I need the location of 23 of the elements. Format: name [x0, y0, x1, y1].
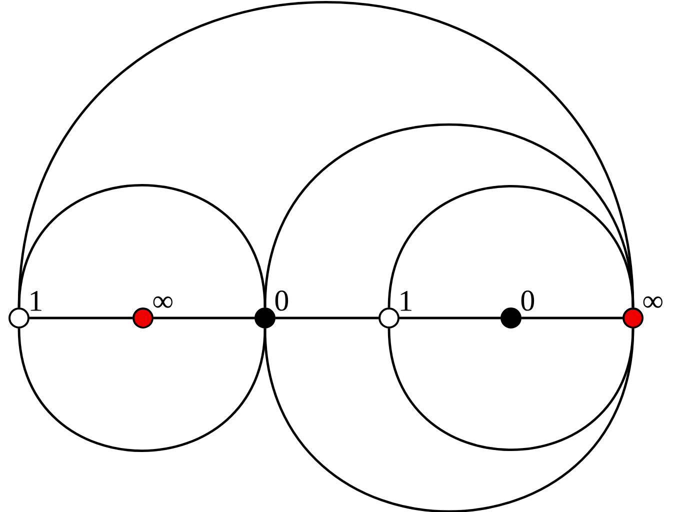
vertex-label: 0	[521, 290, 534, 311]
arc-line	[388, 185, 634, 308]
arc-line	[30, 316, 132, 320]
vertex-label: ∞	[153, 296, 172, 308]
arc-line	[522, 316, 622, 320]
arc-line	[264, 328, 634, 512]
vertex-dot	[132, 308, 154, 328]
vertex-label: 1	[400, 291, 412, 311]
vertex-dot	[254, 308, 276, 328]
arc-line	[18, 328, 266, 452]
vertex-label: 0	[275, 290, 288, 311]
arc-line	[276, 316, 378, 320]
vertex-dot	[378, 308, 400, 328]
vertex-dot	[8, 308, 30, 328]
arc-line	[400, 316, 500, 320]
vertex-dot	[622, 308, 644, 328]
arc-line	[264, 124, 634, 308]
vertex-label: 1	[30, 291, 42, 311]
arc-line	[18, 184, 266, 308]
vertex-dot	[500, 308, 522, 328]
arc-line	[388, 328, 634, 451]
arc-line	[154, 316, 254, 320]
vertex-label: ∞	[643, 296, 662, 308]
